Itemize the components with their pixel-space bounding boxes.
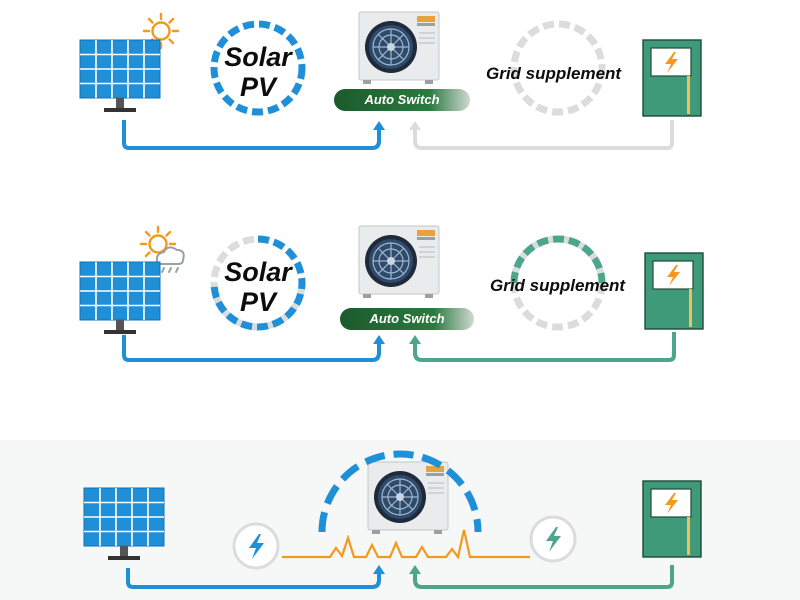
grid-power-box-icon (642, 39, 702, 117)
grid-flow-arrow (409, 335, 421, 344)
solar-label-line1: Solar (224, 42, 292, 72)
combined-power-spark-line (282, 529, 530, 560)
heat-pump-icon (367, 461, 449, 535)
solar-bolt-badge (232, 522, 280, 570)
solar-flow-line (126, 568, 381, 589)
lightning-bolt-icon (546, 527, 561, 552)
solar-pv-ring (210, 235, 306, 331)
grid-flow-line (413, 332, 676, 362)
solar-label-line2: PV (239, 72, 277, 102)
solar-flow-arrow (373, 121, 385, 130)
row-3 (83, 450, 702, 589)
lightning-bolt-icon (249, 534, 264, 559)
grid-flow-arrow (409, 121, 421, 130)
grid-ring (510, 20, 606, 116)
auto-switch-badge: Auto Switch (334, 89, 470, 111)
solar-label-line1: Solar (224, 257, 292, 287)
grid-flow-arrow (409, 565, 421, 574)
heat-pump-icon (358, 11, 440, 85)
solar-panel-icon (83, 487, 165, 561)
grid-supplement-label: Grid supplement (490, 276, 626, 295)
heat-pump-icon (358, 225, 440, 299)
grid-bolt-badge (529, 515, 577, 563)
combined-ring (318, 450, 482, 533)
solar-flow-arrow (373, 565, 385, 574)
grid-flow-line (413, 565, 674, 589)
auto-switch-badge: Auto Switch (340, 308, 474, 330)
solar-flow-line (122, 335, 381, 362)
grid-ring (510, 235, 606, 284)
solar-flow-line (122, 120, 381, 150)
solar-flow-arrow (373, 335, 385, 344)
grid-power-box-icon (644, 252, 704, 330)
grid-flow-line (413, 120, 674, 150)
row-1 (79, 11, 702, 150)
sun-cloud-rain-icon (139, 225, 185, 273)
grid-supplement-label: Grid supplement (486, 64, 622, 83)
solar-panel-icon (79, 39, 161, 113)
solar-label-line2: PV (239, 287, 277, 317)
solar-pv-ring (210, 20, 306, 116)
grid-power-box-icon (642, 480, 702, 558)
solar-panel-icon (79, 261, 161, 335)
row-2 (79, 225, 704, 362)
